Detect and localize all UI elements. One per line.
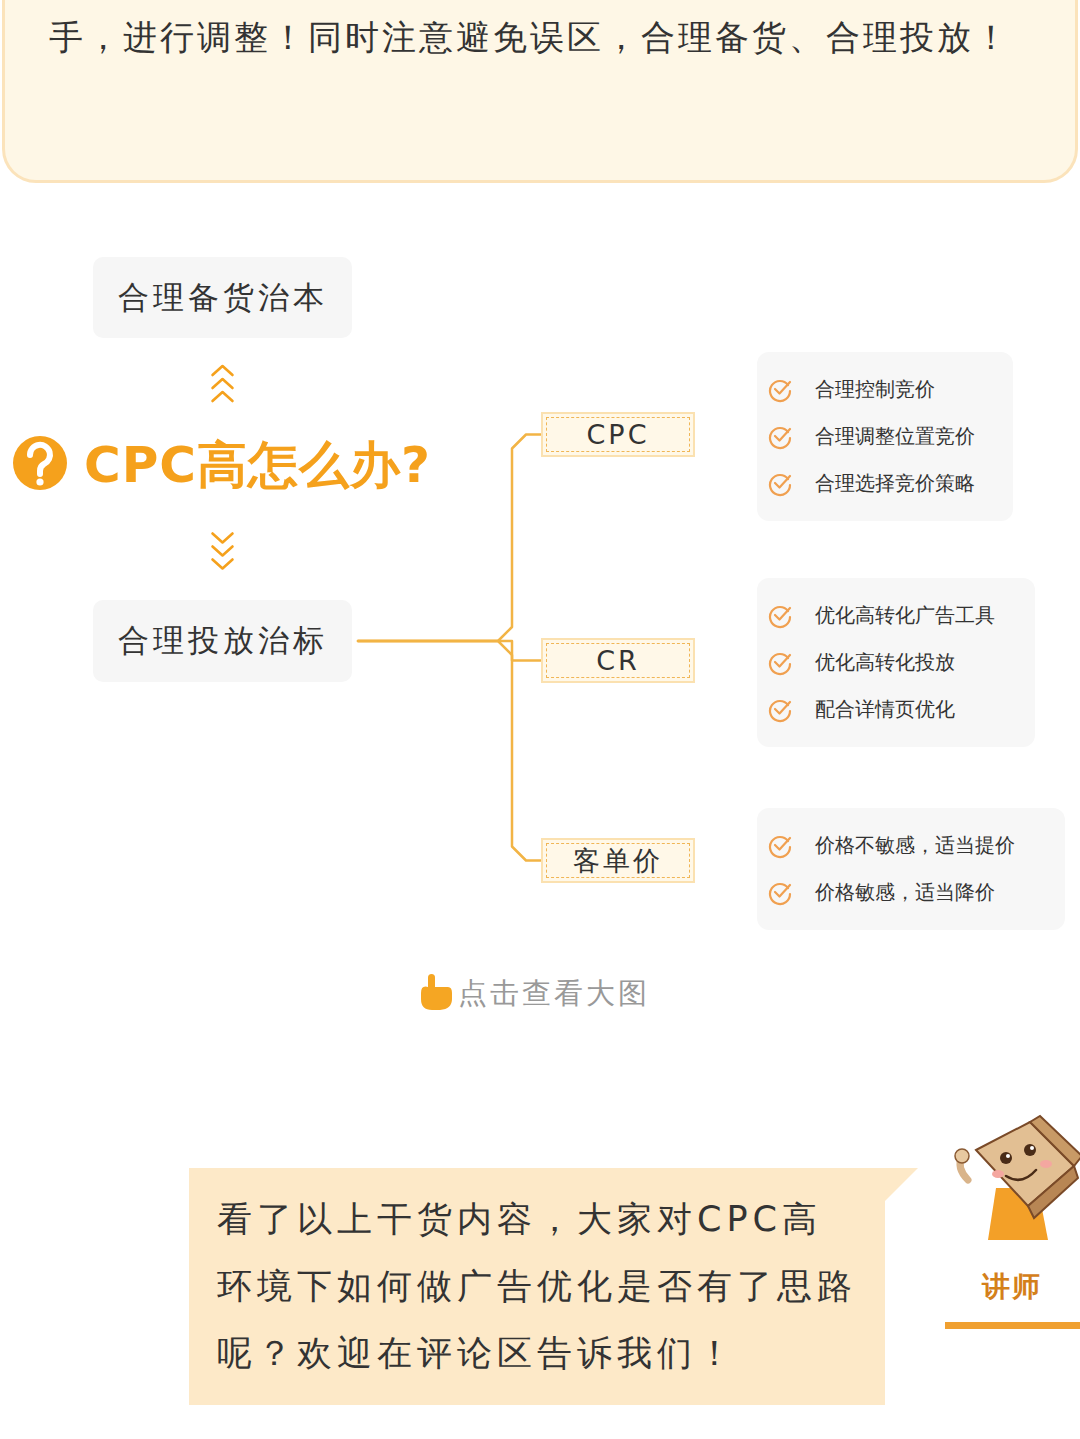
tip-row: 合理调整位置竞价 [767, 413, 991, 460]
view-hint: 点击查看大图 [458, 974, 650, 1014]
factor-box-text: CR [596, 645, 640, 676]
bubble-tail [880, 1168, 918, 1202]
intro-panel-text: 手，进行调整！同时注意避免误区，合理备货、合理投放！ [49, 4, 1035, 70]
check-icon [767, 650, 793, 676]
factor-box: CPC [541, 412, 695, 457]
bracket-connector [358, 641, 541, 661]
tips-panel: 价格不敏感，适当提价价格敏感，适当降价 [757, 808, 1065, 930]
lecturer-mascot [955, 1116, 1080, 1240]
chevron-connector [213, 366, 233, 401]
tips-panel: 合理控制竞价合理调整位置竞价合理选择竞价策略 [757, 352, 1013, 521]
intro-panel: 手，进行调整！同时注意避免误区，合理备货、合理投放！ [2, 0, 1078, 183]
factor-box-text: 客单价 [573, 843, 663, 879]
tip-text: 优化高转化广告工具 [815, 602, 995, 629]
factor-box: CR [541, 638, 695, 683]
factor-box: 客单价 [541, 838, 695, 883]
check-icon [767, 424, 793, 450]
strategy-box-text: 合理投放治标 [118, 620, 328, 662]
tip-row: 合理控制竞价 [767, 366, 991, 413]
tip-text: 配合详情页优化 [815, 696, 955, 723]
tip-row: 合理选择竞价策略 [767, 460, 991, 507]
speech-bubble-text: 看了以上干货内容，大家对CPC高环境下如何做广告优化是否有了思路呢？欢迎在评论区… [217, 1186, 859, 1387]
tip-text: 优化高转化投放 [815, 649, 955, 676]
central-question-text: CPC高怎么办? [84, 432, 431, 499]
tip-text: 合理控制竞价 [815, 376, 935, 403]
check-icon [767, 471, 793, 497]
tips-panel: 优化高转化广告工具优化高转化投放配合详情页优化 [757, 578, 1035, 747]
strategy-box: 合理投放治标 [93, 600, 352, 682]
teacher-label: 讲师 [982, 1268, 1042, 1306]
check-icon [767, 377, 793, 403]
check-icon [767, 880, 793, 906]
tip-row: 配合详情页优化 [767, 686, 1013, 733]
check-icon [767, 833, 793, 859]
tip-row: 价格不敏感，适当提价 [767, 822, 1043, 869]
tip-text: 合理调整位置竞价 [815, 423, 975, 450]
chevron-connector [213, 534, 233, 569]
check-icon [767, 603, 793, 629]
tip-text: 价格不敏感，适当提价 [815, 832, 1015, 859]
teacher-underline [945, 1322, 1080, 1329]
speech-bubble: 看了以上干货内容，大家对CPC高环境下如何做广告优化是否有了思路呢？欢迎在评论区… [189, 1168, 885, 1405]
tip-row: 价格敏感，适当降价 [767, 869, 1043, 916]
factor-box-text: CPC [587, 419, 650, 450]
question-icon [13, 436, 67, 490]
strategy-box: 合理备货治本 [93, 257, 352, 338]
strategy-box-text: 合理备货治本 [118, 277, 328, 319]
central-question: CPC高怎么办? [84, 432, 431, 499]
bracket-connector [358, 641, 541, 861]
tip-row: 优化高转化广告工具 [767, 592, 1013, 639]
check-icon [767, 697, 793, 723]
tip-text: 合理选择竞价策略 [815, 470, 975, 497]
pointing-hand-icon [421, 974, 452, 1010]
tip-text: 价格敏感，适当降价 [815, 879, 995, 906]
tip-row: 优化高转化投放 [767, 639, 1013, 686]
